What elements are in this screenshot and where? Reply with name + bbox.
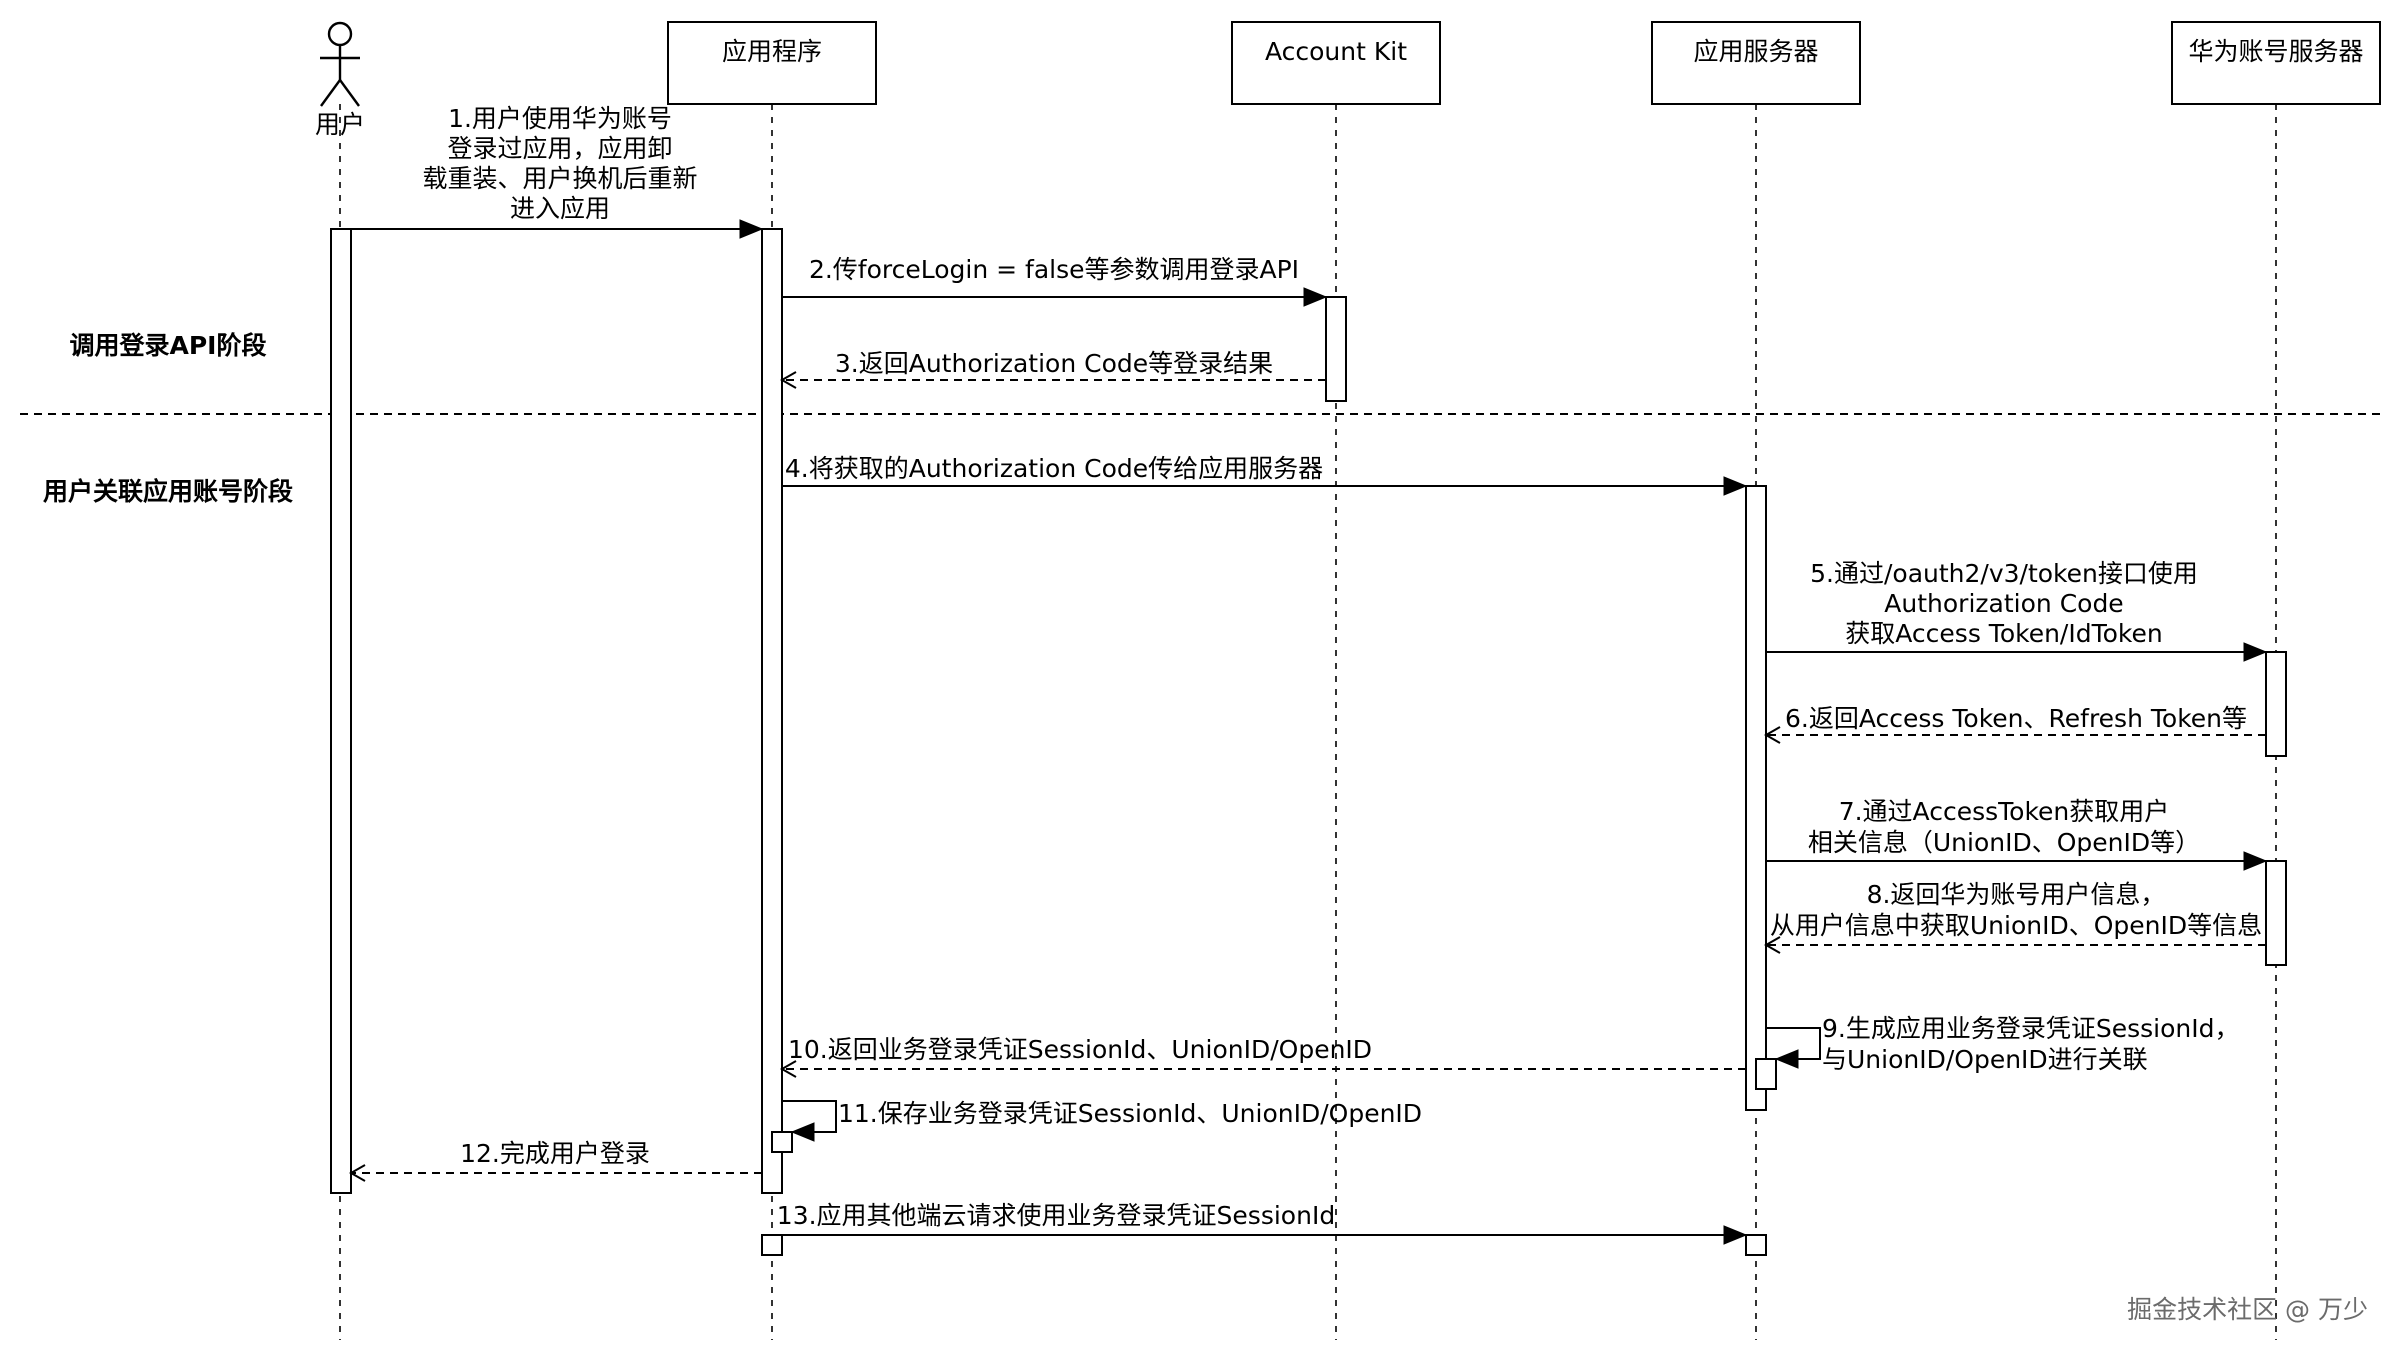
arrowhead [1763, 726, 1781, 744]
arrowhead [1303, 287, 1328, 307]
message-label: 6.返回Access Token、Refresh Token等 [1785, 704, 2247, 733]
message-label: 11.保存业务登录凭证SessionId、UnionID/OpenID [838, 1099, 1422, 1128]
participant-box [667, 21, 877, 105]
activation-bar [330, 228, 352, 1194]
phase-label: 用户关联应用账号阶段 [43, 477, 293, 506]
participant-box [2171, 21, 2381, 105]
message-arrow [782, 1100, 837, 1133]
message-label: 进入应用 [510, 194, 610, 223]
activation-bar [771, 1131, 793, 1153]
message-arrow [1766, 1027, 1821, 1060]
message-label: 3.返回Authorization Code等登录结果 [835, 349, 1273, 378]
message-12: 12.完成用户登录 [348, 1139, 762, 1182]
arrowhead [779, 1060, 797, 1078]
message-9: 9.生成应用业务登录凭证SessionId，与UnionID/OpenID进行关… [1766, 1014, 2239, 1074]
message-2: 2.传forceLogin = false等参数调用登录API [782, 255, 1328, 307]
participant-label: 华为账号服务器 [2188, 37, 2363, 66]
arrowhead [2243, 642, 2268, 662]
message-3: 3.返回Authorization Code等登录结果 [779, 349, 1326, 389]
participant-label: Account Kit [1265, 37, 1407, 66]
watermark: 掘金技术社区 @ 万少 [2127, 1295, 2368, 1324]
message-label: 载重装、用户换机后重新 [422, 164, 697, 193]
phase-label: 调用登录API阶段 [70, 331, 267, 360]
participant-box [1651, 21, 1861, 105]
message-label: 1.用户使用华为账号 [448, 104, 672, 133]
message-label: 12.完成用户登录 [460, 1139, 650, 1168]
participant-box [1231, 21, 1441, 105]
arrowhead [739, 219, 764, 239]
participant-label: 应用程序 [722, 37, 822, 66]
activation-bar [2265, 860, 2287, 966]
activation-bar [2265, 651, 2287, 757]
activation-bar [1745, 1234, 1767, 1256]
message-label: 13.应用其他端云请求使用业务登录凭证SessionId [777, 1201, 1335, 1230]
message-8: 8.返回华为账号用户信息，从用户信息中获取UnionID、OpenID等信息 [1763, 880, 2266, 954]
message-label: 2.传forceLogin = false等参数调用登录API [809, 255, 1299, 284]
arrowhead [348, 1164, 366, 1182]
participant-label: 应用服务器 [1693, 37, 1818, 66]
message-label: 与UnionID/OpenID进行关联 [1822, 1045, 2148, 1074]
arrowhead [779, 371, 797, 389]
activation-bar [761, 1234, 783, 1256]
participant-kit: Account Kit [1231, 21, 1441, 105]
arrowhead [1723, 1225, 1748, 1245]
message-4: 4.将获取的Authorization Code传给应用服务器 [782, 454, 1748, 496]
message-11: 11.保存业务登录凭证SessionId、UnionID/OpenID [782, 1099, 1422, 1142]
participant-label: 用户 [315, 110, 365, 139]
participant-app: 应用程序 [667, 21, 877, 105]
message-label: 获取Access Token/IdToken [1845, 619, 2162, 648]
message-6: 6.返回Access Token、Refresh Token等 [1763, 704, 2266, 744]
actor-icon [320, 21, 360, 107]
message-label: 登录过应用，应用卸 [447, 134, 672, 163]
arrowhead [790, 1122, 815, 1142]
message-label: 8.返回华为账号用户信息， [1867, 880, 2166, 909]
message-13: 13.应用其他端云请求使用业务登录凭证SessionId [777, 1201, 1748, 1245]
activation-bar [1325, 296, 1347, 402]
activation-bar [1745, 485, 1767, 1111]
message-label: 从用户信息中获取UnionID、OpenID等信息 [1770, 911, 2262, 940]
message-label: 10.返回业务登录凭证SessionId、UnionID/OpenID [788, 1035, 1372, 1064]
activation-bar [761, 228, 783, 1194]
message-label: 9.生成应用业务登录凭证SessionId， [1822, 1014, 2239, 1043]
participant-server: 应用服务器 [1651, 21, 1861, 105]
participant-huawei: 华为账号服务器 [2171, 21, 2381, 105]
message-label: 相关信息（UnionID、OpenID等） [1808, 828, 2200, 857]
message-label: 5.通过/oauth2/v3/token接口使用 [1810, 559, 2198, 588]
arrowhead [2243, 851, 2268, 871]
message-label: 4.将获取的Authorization Code传给应用服务器 [785, 454, 1323, 483]
message-label: 7.通过AccessToken获取用户 [1839, 797, 2170, 826]
message-10: 10.返回业务登录凭证SessionId、UnionID/OpenID [779, 1035, 1746, 1078]
activation-bar [1755, 1058, 1777, 1090]
arrowhead [1774, 1049, 1799, 1069]
message-label: Authorization Code [1884, 589, 2123, 618]
participant-user: 用户 [315, 21, 365, 139]
arrowhead [1763, 936, 1781, 954]
arrowhead [1723, 476, 1748, 496]
